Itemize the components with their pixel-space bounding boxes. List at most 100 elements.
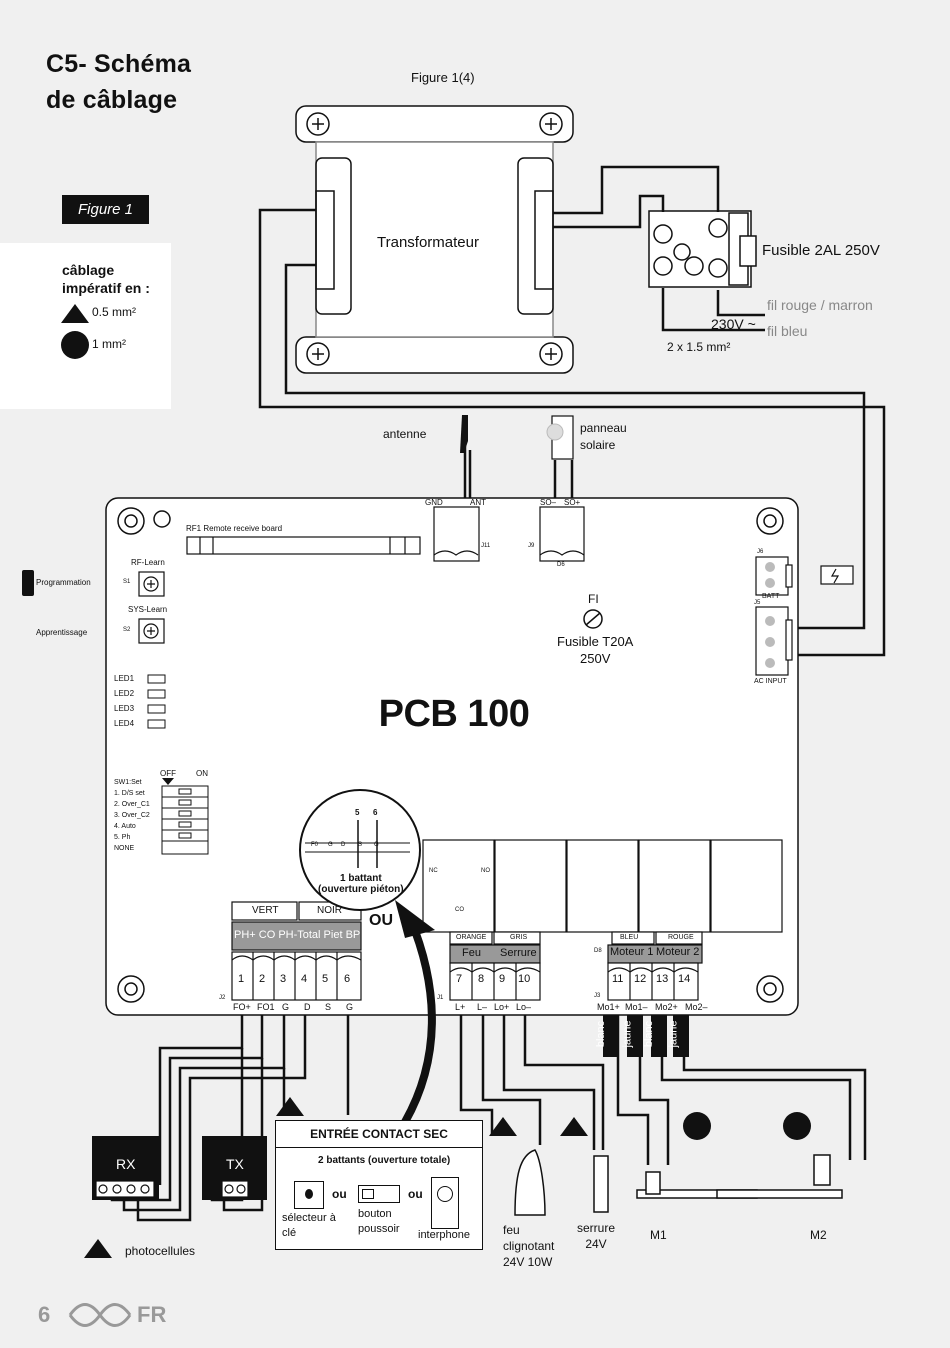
learning-label: Apprentissage [36,628,88,637]
pin-fo-plus: FO+ [233,1002,251,1012]
remote-icon [22,570,34,596]
s1-label: S1 [123,579,131,585]
term-5: 5 [322,973,329,985]
fuse-label: Fusible 2AL 250V [762,242,880,259]
mains-terminal-block [648,210,757,288]
batt-ac-connectors [755,556,854,676]
relays [422,839,783,933]
relay1-no: NO [481,868,490,874]
figure-ref: Figure 1(4) [411,70,475,85]
noir-label: NOIR [317,905,342,916]
wire-m1-blanc: blanc [595,1020,608,1048]
dip-switch[interactable] [161,785,209,855]
m2-label: M2 [810,1228,827,1242]
rouge-label: ROUGE [668,934,694,941]
terminal-block-mid [449,931,541,1001]
terminal-block-left [231,901,362,1001]
brand-logo-icon [68,1303,132,1327]
ped-pin-g2: G [374,842,379,848]
led4-label: LED4 [114,719,135,728]
pin-lo-plus: Lo+ [494,1002,510,1012]
pedestrian-zoom [299,789,421,911]
so-plus-label: SO+ [564,498,581,507]
pin-g1: G [282,1002,290,1012]
language-label: FR [137,1302,167,1327]
j11-label: J11 [481,543,491,549]
rf-receive-board [186,536,421,555]
s2-label: S2 [123,627,131,633]
term-9: 9 [499,973,506,985]
gris-label: GRIS [510,934,528,941]
j1-label: J1 [437,995,444,1001]
triangle-icon [61,304,89,323]
relay1-nc: NC [429,868,438,874]
wire-gauge-markers [84,1097,811,1258]
board-title: PCB 100 [373,690,535,738]
pin-fo1: FO1 [257,1002,275,1012]
top-connectors [433,506,585,562]
sys-learn-label: SYS-Learn [128,605,168,614]
motor-wire-labels [603,1015,689,1057]
ant-label: ANT [470,498,486,507]
pin-lo-minus: Lo– [516,1002,532,1012]
j6-label: J6 [757,549,764,555]
term-7: 7 [456,973,463,985]
ped-pin-s: S [358,842,363,848]
dry-contact-input: ENTRÉE CONTACT SEC 2 battants (ouverture… [275,1120,483,1250]
intercom-icon [431,1177,459,1229]
solar-label: panneau solaire [580,421,627,452]
so-minus-label: SO– [540,498,557,507]
lock-icon [593,1155,609,1213]
term-3: 3 [280,973,287,985]
term-8: 8 [478,973,485,985]
d8-label: D8 [594,948,602,954]
main-fuse-label: Fusible T20A [557,634,634,649]
ped-line1: 1 battant [340,873,382,884]
motor-m2-icon [716,1154,843,1199]
m1-label: M1 [650,1228,667,1242]
term-1: 1 [238,973,245,985]
pin-mo1-plus: Mo1+ [597,1002,620,1012]
led1-label: LED1 [114,674,135,683]
main-fuse [583,609,603,629]
term-2: 2 [259,973,266,985]
rx-label: RX [116,1156,136,1172]
transformer-label: Transformateur [377,234,479,251]
antenna-icon [460,415,468,453]
ped-num5: 5 [355,808,360,817]
transformer [295,105,574,374]
terminal-block-right [607,931,703,1001]
cable-section-label: 2 x 1.5 mm² [667,340,731,354]
moteur2-label: Moteur 2 [656,946,700,958]
ped-pin-f0: F0 [311,842,319,848]
wiring-legend: câblage impératif en : 0.5 mm² 1 mm² [0,243,171,409]
ped-pin-g1: G [328,842,333,848]
ped-pin-d: D [341,842,346,848]
term-12: 12 [634,973,647,985]
pin-d: D [304,1002,311,1012]
left-functions-label: PH+ CO PH-Total Piet BP [234,929,361,941]
term-10: 10 [518,973,531,985]
antenna-label: antenne [383,427,427,441]
term-6: 6 [344,973,351,985]
pin-l-minus: L– [477,1002,488,1012]
ped-num6: 6 [373,808,378,817]
pin-mo2-plus: Mo2+ [655,1002,678,1012]
wire-red-label: fil rouge / marron [767,297,873,313]
led2-label: LED2 [114,689,135,698]
programming-label: Programmation [36,578,91,587]
j3-label: J3 [594,993,601,999]
circle-icon [61,331,89,359]
d6-label: D6 [557,562,565,568]
wire-m2-jaune: jaune [667,1020,680,1048]
wire-blue-label: fil bleu [767,323,808,339]
gnd-label: GND [425,498,443,507]
wire-m2-blanc: blanc [643,1020,656,1048]
rf-learn-label: RF-Learn [131,558,165,567]
figure-badge: Figure 1 [62,195,149,224]
pin-s: S [325,1002,332,1012]
